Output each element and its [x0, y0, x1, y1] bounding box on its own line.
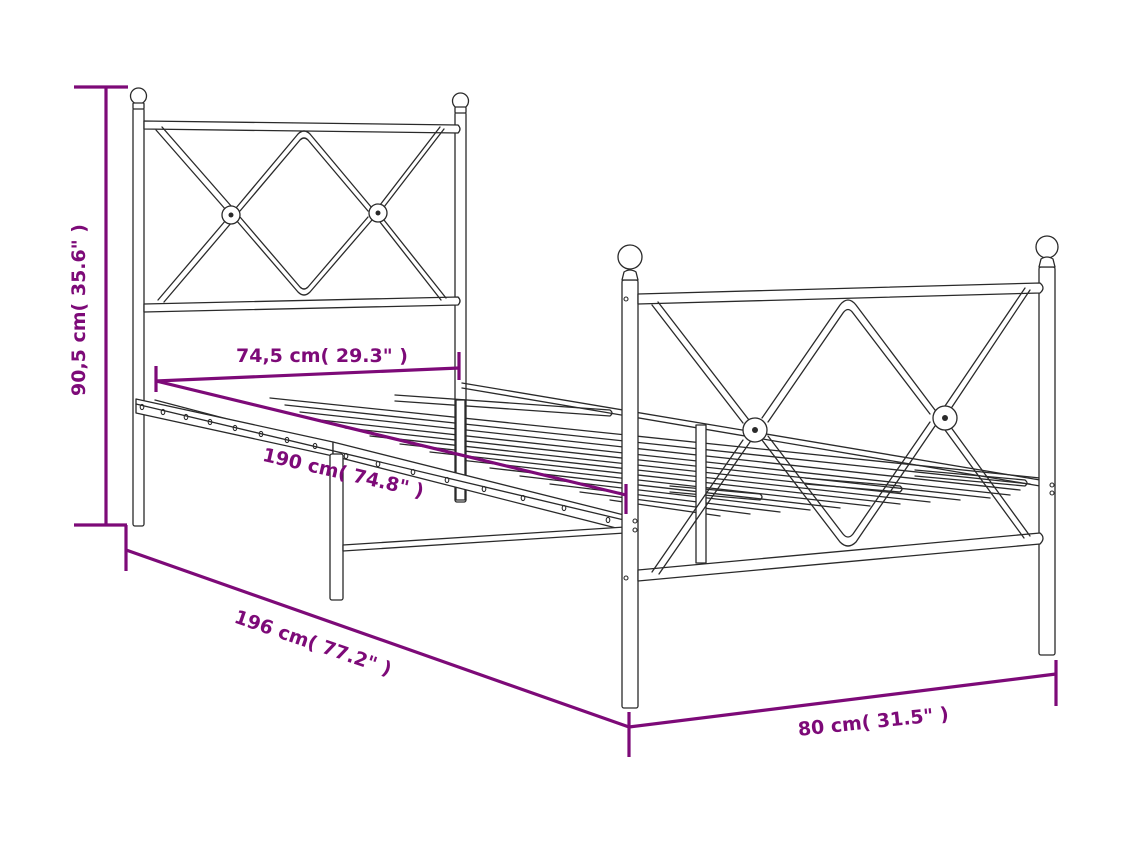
total-width-dimension — [627, 660, 1058, 757]
footboard-bottom-rail — [637, 532, 1044, 582]
dimension-lines — [74, 85, 1058, 757]
headboard-bottom-rail — [143, 296, 461, 313]
footboard-top-rail — [637, 282, 1044, 305]
height-label: 90,5 cm( 35.6" ) — [68, 224, 90, 396]
footboard-right-post — [1038, 266, 1056, 656]
headboard-width-label: 74,5 cm( 29.3" ) — [236, 345, 408, 367]
headboard-x-pattern — [155, 126, 447, 303]
headboard-left-finial — [129, 87, 148, 105]
headboard-top-rail — [143, 120, 461, 134]
footboard-right-finial — [1035, 235, 1059, 259]
footboard-left-finial — [617, 244, 643, 270]
height-dimension — [74, 85, 128, 527]
middle-leg — [329, 453, 344, 601]
footboard — [617, 235, 1059, 709]
footboard-x-pattern — [651, 287, 1031, 575]
mattress-length-dimension — [155, 379, 628, 514]
headboard-width-dimension — [154, 352, 461, 392]
headboard-left-post — [132, 107, 145, 527]
slats — [154, 382, 1041, 564]
total-length-dimension — [124, 525, 630, 729]
side-rail — [135, 398, 626, 601]
